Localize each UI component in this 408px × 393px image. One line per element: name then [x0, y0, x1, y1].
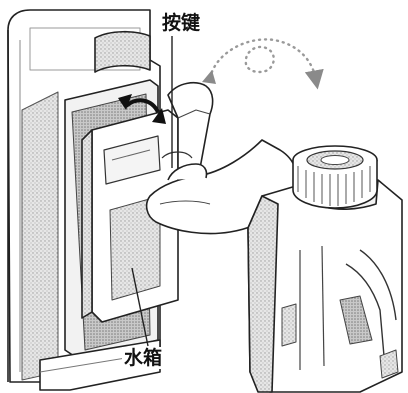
button-label: 按键 [160, 12, 203, 34]
water-tank-removed [247, 179, 403, 393]
water-tank-label: 水箱 [122, 347, 165, 369]
release-arrow [118, 94, 166, 124]
rotation-dots [208, 38, 324, 90]
tank-cap [292, 145, 378, 209]
rotation-arrow-left-tip [202, 70, 216, 84]
